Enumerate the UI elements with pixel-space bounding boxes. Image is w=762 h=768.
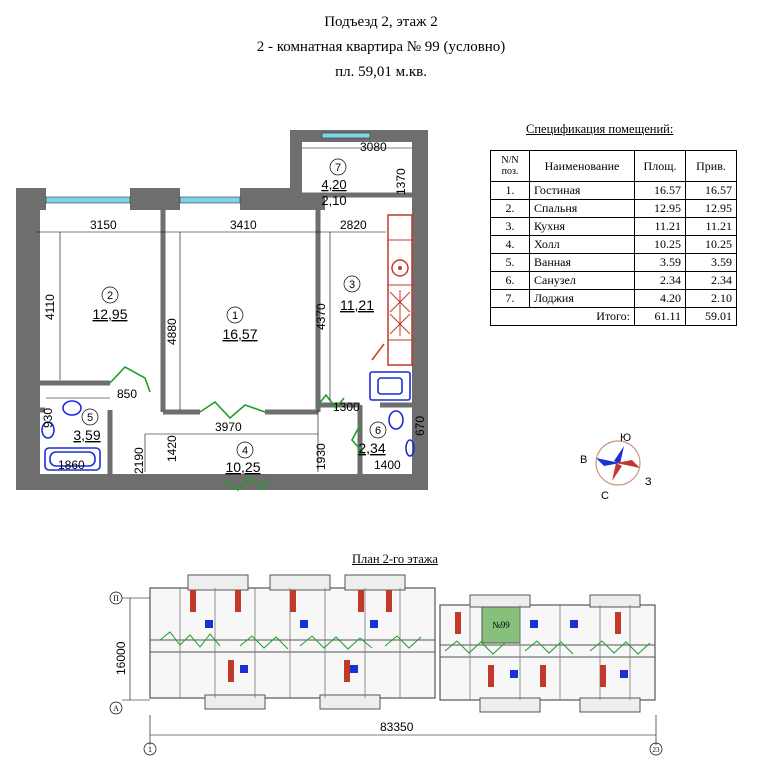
interior-walls bbox=[40, 192, 412, 474]
building-right-wing: №99 bbox=[439, 594, 656, 713]
dim-height: 16000 bbox=[114, 641, 128, 675]
spec-total-area: 61.11 bbox=[634, 307, 686, 326]
dim-3150: 3150 bbox=[90, 218, 117, 232]
dim-1300: 1300 bbox=[333, 400, 360, 414]
dim-1420: 1420 bbox=[165, 435, 179, 462]
compass-label-e: З bbox=[645, 476, 652, 488]
dim-2190: 2190 bbox=[132, 447, 146, 474]
dim-930: 930 bbox=[41, 408, 55, 428]
walls bbox=[16, 130, 428, 490]
header-entrance: Подъезд 2, этаж 2 bbox=[324, 14, 438, 30]
row-red: 16.57 bbox=[685, 181, 737, 200]
building-left-wing bbox=[149, 574, 436, 710]
axis-label-left: 1 bbox=[148, 745, 152, 754]
room-7-area: 4,20 bbox=[321, 177, 346, 192]
room-2-number: 2 bbox=[107, 290, 113, 302]
room-2-area: 12,95 bbox=[92, 306, 127, 322]
compass: Ю В С З bbox=[580, 432, 652, 502]
row-name: Гостиная bbox=[529, 181, 635, 200]
dim-3970: 3970 bbox=[215, 420, 242, 434]
doors bbox=[109, 365, 366, 492]
compass-label-s: С bbox=[601, 490, 609, 502]
dim-4110: 4110 bbox=[43, 294, 57, 320]
axis-label-right: 23 bbox=[653, 746, 661, 754]
compass-needle-e bbox=[616, 460, 640, 468]
apartment-99-label: №99 bbox=[492, 620, 510, 630]
room-6-area: 2,34 bbox=[358, 440, 385, 456]
compass-needle-s bbox=[612, 463, 622, 481]
row-area: 16.57 bbox=[634, 181, 686, 200]
axis-marker-left bbox=[143, 742, 157, 756]
row-name: Спальня bbox=[529, 199, 635, 218]
room-7-reduced-area: 2,10 bbox=[321, 193, 346, 208]
row-area: 2.34 bbox=[634, 271, 686, 290]
spec-table: N/N поз. Наименование Площ. Прив. 1.Гост… bbox=[490, 150, 737, 326]
sanitary-fixtures bbox=[41, 371, 415, 471]
spec-title: Спецификация помещений: bbox=[526, 122, 674, 136]
room-6-number: 6 bbox=[375, 425, 381, 437]
spec-total-row: Итого: 61.11 59.01 bbox=[490, 307, 737, 326]
row-area: 12.95 bbox=[634, 199, 686, 218]
room-3-area: 11,21 bbox=[340, 297, 374, 313]
spec-total-label: Итого: bbox=[490, 307, 635, 326]
dim-2820: 2820 bbox=[340, 218, 367, 232]
axis-marker-right bbox=[649, 742, 663, 756]
dimension-lines bbox=[36, 147, 412, 472]
dim-1370: 1370 bbox=[394, 168, 408, 195]
compass-needle-n bbox=[614, 446, 624, 464]
dim-width: 83350 bbox=[380, 720, 414, 734]
dim-1860: 1860 bbox=[58, 458, 85, 472]
axis-marker-bottom bbox=[109, 701, 123, 715]
header: Подъезд 2, этаж 2 2 - комнатная квартира… bbox=[0, 10, 762, 85]
room-5-area: 3,59 bbox=[73, 427, 100, 443]
axis-marker-top bbox=[109, 591, 123, 605]
compass-label-n: Ю bbox=[620, 432, 631, 444]
apartment-99-highlight bbox=[481, 606, 521, 644]
apartment-plan: 3080 1370 3150 3410 2820 4110 4880 4370 … bbox=[16, 130, 428, 492]
row-name: Санузел bbox=[529, 271, 635, 290]
dim-3080: 3080 bbox=[360, 140, 387, 154]
room-1-number: 1 bbox=[232, 310, 238, 322]
dim-1400: 1400 bbox=[374, 458, 401, 472]
dim-4370: 4370 bbox=[314, 303, 328, 330]
room-1-area: 16,57 bbox=[222, 326, 257, 342]
row-area: 3.59 bbox=[634, 253, 686, 272]
axis-label-top: П bbox=[113, 594, 119, 603]
room-4-number: 4 bbox=[242, 445, 248, 457]
dim-3410: 3410 bbox=[230, 218, 257, 232]
axis-label-bottom: А bbox=[113, 704, 119, 713]
kitchen-furniture bbox=[371, 214, 413, 366]
floor-plan: П А 16000 83350 1 23 bbox=[109, 574, 663, 756]
dim-850: 850 bbox=[117, 387, 137, 401]
floor-plan-title: План 2-го этажа bbox=[352, 552, 438, 566]
spec-total-red: 59.01 bbox=[685, 307, 737, 326]
compass-ring bbox=[595, 440, 641, 486]
room-7-number: 7 bbox=[335, 162, 341, 174]
dim-670: 670 bbox=[413, 416, 427, 436]
header-apartment: 2 - комнатная квартира № 99 (условно) bbox=[256, 39, 506, 55]
row-red: 10.25 bbox=[685, 235, 737, 254]
room-labels: 2 12,95 1 16,57 3 11,21 4 10,25 5 3,59 6… bbox=[73, 158, 387, 475]
dim-1930: 1930 bbox=[314, 443, 328, 470]
room-3-number: 3 bbox=[349, 279, 355, 291]
compass-label-w: В bbox=[580, 454, 587, 466]
header-area: пл. 59,01 м.кв. bbox=[335, 64, 427, 80]
windows bbox=[45, 132, 371, 204]
compass-needle-w bbox=[596, 458, 620, 466]
dim-4880: 4880 bbox=[165, 318, 179, 345]
spec-col-num: N/N поз. bbox=[490, 150, 530, 182]
room-5-number: 5 bbox=[87, 412, 93, 424]
dimension-labels: 3080 1370 3150 3410 2820 4110 4880 4370 … bbox=[41, 140, 427, 474]
room-4-area: 10,25 bbox=[225, 459, 260, 475]
